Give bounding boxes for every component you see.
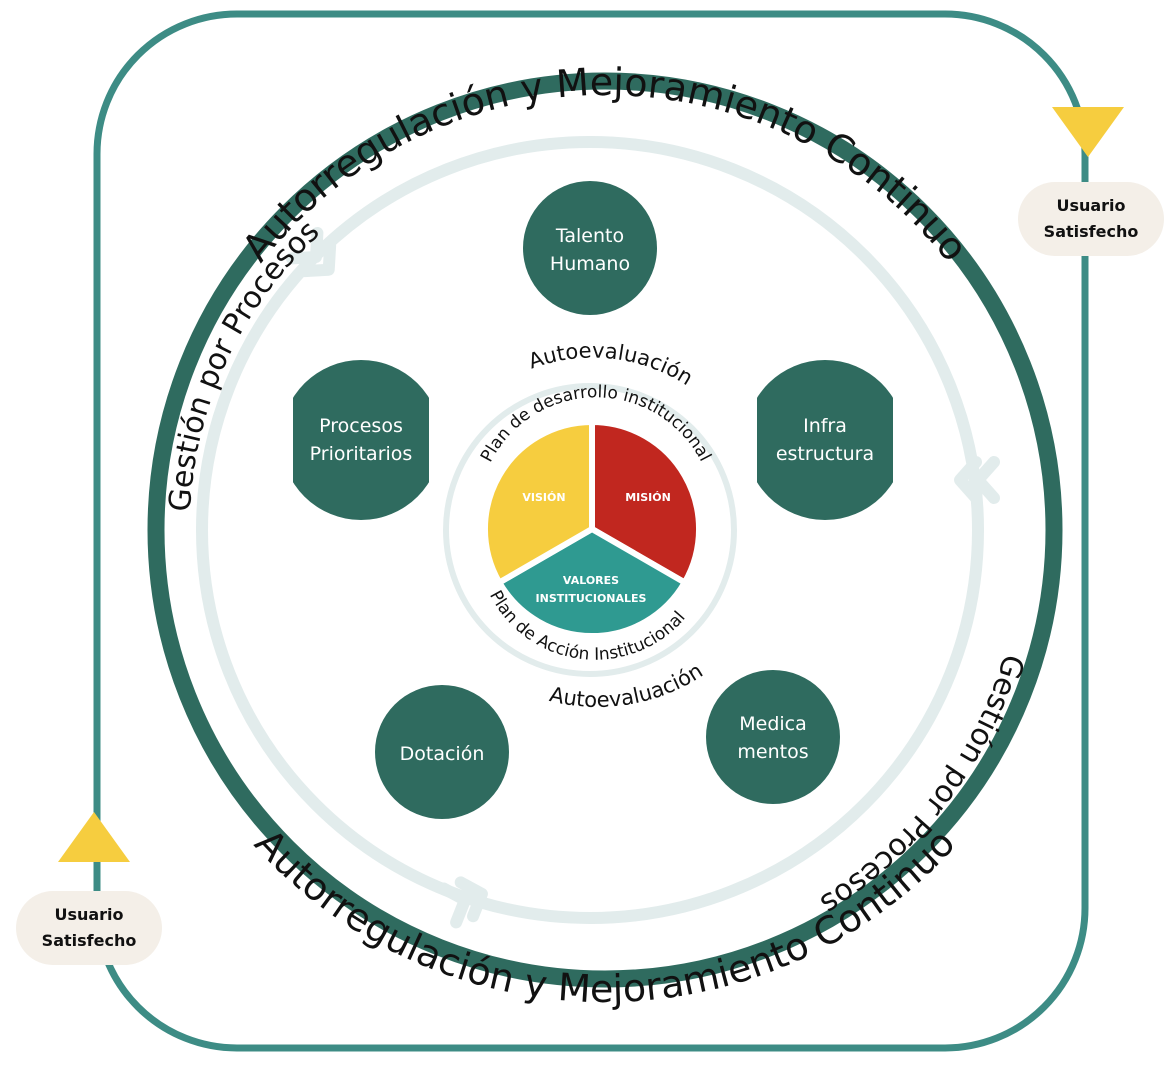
center-ring: [443, 383, 737, 677]
valores-label-line2: INSTITUCIONALES: [536, 592, 647, 605]
vision-segment: [481, 419, 595, 586]
medicamentos-label-line1: Medica: [739, 713, 807, 735]
outer-frame: [93, 10, 1089, 1052]
valores-segment: [496, 526, 688, 639]
talento-label-line1: Talento: [555, 225, 624, 247]
autoevaluacion-label-top: Autoevaluación: [525, 338, 697, 390]
mision-label: MISIÓN: [625, 491, 671, 504]
node-medicamentos: Medica mentos: [706, 670, 840, 804]
node-talento-humano: Talento Humano: [523, 181, 657, 315]
vision-label: VISIÓN: [522, 491, 565, 504]
infra-label-line2: estructura: [776, 443, 874, 465]
procesos-label-line1: Procesos: [319, 415, 403, 437]
up-triangle-icon: [58, 812, 130, 862]
process-arrow-top-left: [285, 226, 337, 278]
node-infraestructura: Infra estructura: [757, 360, 893, 520]
badge-bottom-line1: Usuario: [54, 905, 124, 924]
procesos-label-line2: Prioritarios: [310, 443, 413, 465]
node-dotacion: Dotación: [375, 685, 509, 819]
down-triangle-icon: [1052, 107, 1124, 157]
outer-ring: [147, 72, 1063, 988]
badge-bottom-line2: Satisfecho: [41, 931, 137, 950]
badge-top-line1: Usuario: [1056, 196, 1126, 215]
medicamentos-label-line2: mentos: [737, 741, 808, 763]
talento-label-line2: Humano: [550, 253, 630, 275]
valores-label-line1: VALORES: [563, 574, 619, 587]
badge-top-line2: Satisfecho: [1043, 222, 1139, 241]
process-arrow-bottom: [437, 876, 488, 929]
dotacion-label: Dotación: [400, 743, 485, 765]
process-ring: [196, 136, 984, 924]
process-arrow-right: [954, 456, 1000, 504]
node-procesos-prioritarios: Procesos Prioritarios: [293, 360, 429, 520]
infra-label-line1: Infra: [803, 415, 847, 437]
